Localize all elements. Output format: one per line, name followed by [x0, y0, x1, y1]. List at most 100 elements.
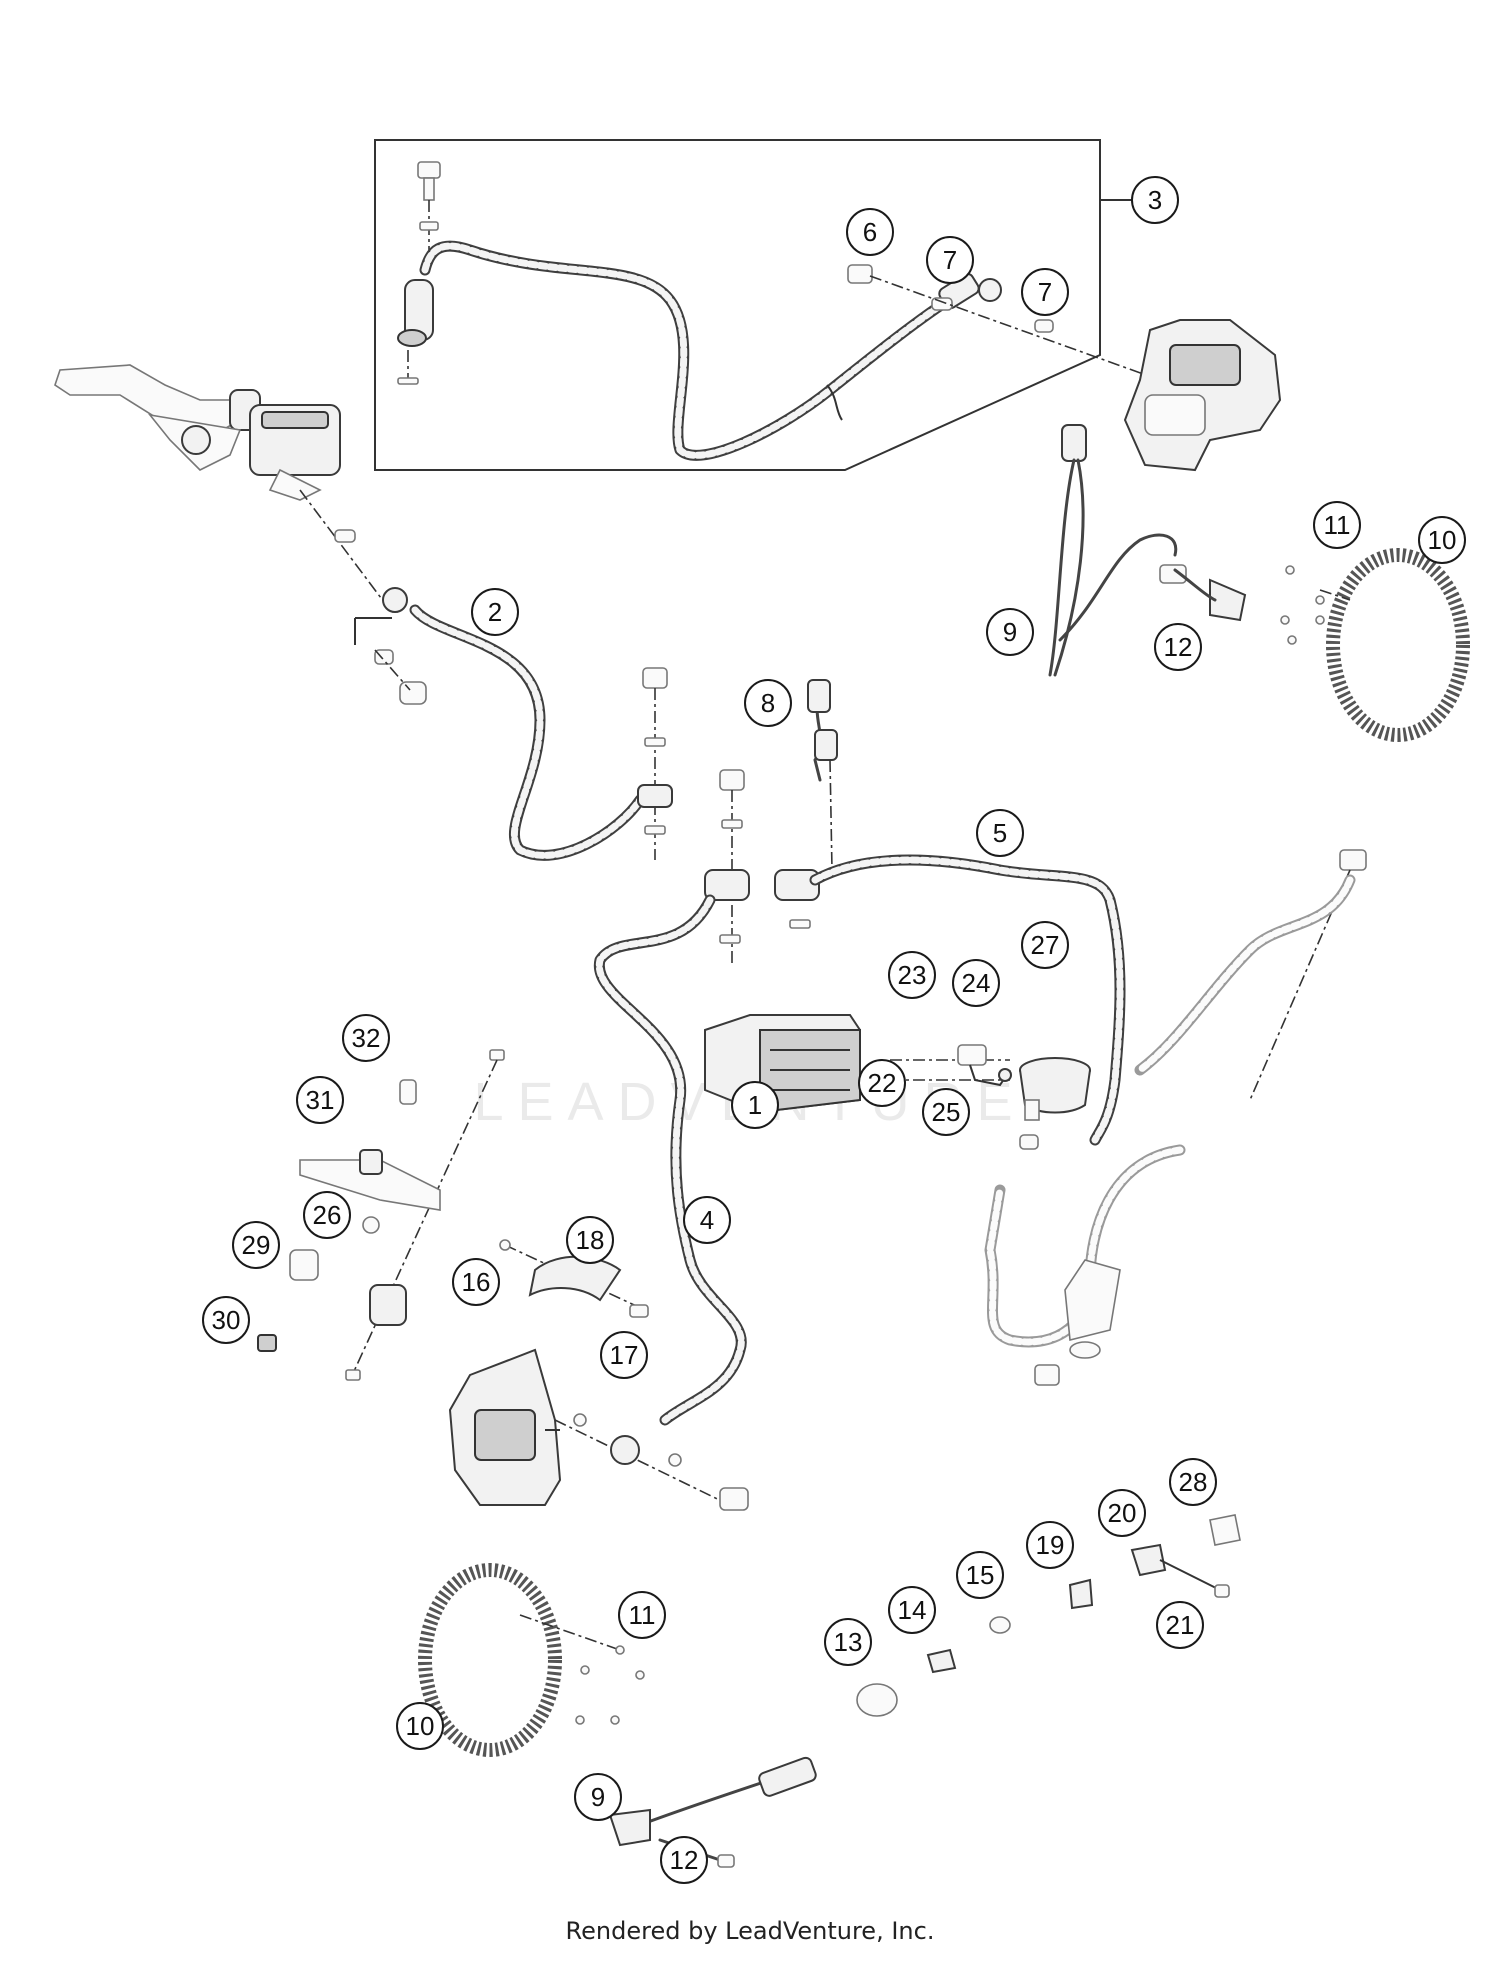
callout-number: 32	[352, 1023, 381, 1053]
callout-7: 7	[926, 236, 974, 284]
callout-circle	[986, 608, 1034, 656]
callout-number: 1	[748, 1090, 762, 1120]
sensor-ring-rear	[1280, 548, 1470, 742]
callout-number: 4	[700, 1205, 714, 1235]
hose-kit-box	[374, 139, 1161, 471]
callout-number: 12	[1164, 632, 1193, 662]
callout-23: 23	[888, 951, 936, 999]
callout-circle	[956, 1551, 1004, 1599]
callout-9: 9	[574, 1773, 622, 1821]
callout-circle	[574, 1773, 622, 1821]
callout-circle	[303, 1191, 351, 1239]
callout-number: 18	[576, 1225, 605, 1255]
callout-circle	[1313, 501, 1361, 549]
callout-circle	[731, 1081, 779, 1129]
callout-number: 31	[306, 1085, 335, 1115]
callout-number: 29	[242, 1230, 271, 1260]
callout-number: 23	[898, 960, 927, 990]
callout-circle	[1131, 176, 1179, 224]
callout-13: 13	[824, 1618, 872, 1666]
callout-4: 4	[683, 1196, 731, 1244]
rear-caliper	[1123, 319, 1282, 472]
callout-number: 13	[834, 1627, 863, 1657]
callout-18: 18	[566, 1216, 614, 1264]
callout-circle	[660, 1836, 708, 1884]
front-caliper	[448, 1348, 749, 1511]
callout-number: 22	[868, 1068, 897, 1098]
callout-number: 25	[932, 1097, 961, 1127]
callout-31: 31	[296, 1076, 344, 1124]
callout-number: 7	[1038, 277, 1052, 307]
callout-circle	[858, 1059, 906, 1107]
callout-circle	[1169, 1458, 1217, 1506]
callout-number: 30	[212, 1305, 241, 1335]
callout-number: 16	[462, 1267, 491, 1297]
callout-number: 19	[1036, 1530, 1065, 1560]
callout-circle	[1026, 1521, 1074, 1569]
callout-circle	[600, 1331, 648, 1379]
callout-30: 30	[202, 1296, 250, 1344]
callout-26: 26	[303, 1191, 351, 1239]
callout-24: 24	[952, 959, 1000, 1007]
callout-14: 14	[888, 1586, 936, 1634]
hose-junction	[637, 667, 673, 860]
callout-25: 25	[922, 1088, 970, 1136]
callout-number: 2	[488, 597, 502, 627]
callout-circle	[452, 1258, 500, 1306]
callout-number: 8	[761, 688, 775, 718]
callout-number: 28	[1179, 1467, 1208, 1497]
banjo-bolt	[417, 161, 441, 201]
rear-line-assembly	[984, 849, 1367, 1386]
callout-circle	[232, 1221, 280, 1269]
callout-circle	[1021, 921, 1069, 969]
callout-11: 11	[1313, 501, 1361, 549]
sensor-ring-front	[418, 1563, 645, 1757]
callout-5: 5	[976, 809, 1024, 857]
callout-number: 6	[863, 217, 877, 247]
callout-circle	[296, 1076, 344, 1124]
front-banjo-fittings	[334, 529, 427, 705]
callout-circle	[618, 1591, 666, 1639]
callout-2: 2	[471, 588, 519, 636]
callout-10: 10	[1418, 516, 1466, 564]
callout-circle	[888, 951, 936, 999]
bracket-guard-assembly	[257, 1049, 505, 1381]
callout-1: 1	[731, 1081, 779, 1129]
callout-circle	[926, 236, 974, 284]
callout-20: 20	[1098, 1489, 1146, 1537]
callout-16: 16	[452, 1258, 500, 1306]
callout-number: 9	[1003, 617, 1017, 647]
callout-number: 9	[591, 1782, 605, 1812]
callout-circle	[1418, 516, 1466, 564]
callout-circle	[846, 208, 894, 256]
callout-number: 10	[406, 1711, 435, 1741]
callout-number: 24	[962, 968, 991, 998]
abs-unit	[704, 769, 861, 1114]
callout-circle	[922, 1088, 970, 1136]
callout-number: 5	[993, 818, 1007, 848]
callout-10: 10	[396, 1702, 444, 1750]
callout-circle	[566, 1216, 614, 1264]
callout-12: 12	[660, 1836, 708, 1884]
callout-number: 10	[1428, 525, 1457, 555]
mounting-hardware	[856, 1514, 1241, 1717]
banjo-fitting	[397, 279, 434, 347]
callout-21: 21	[1156, 1601, 1204, 1649]
callout-11: 11	[618, 1591, 666, 1639]
callout-circle	[342, 1014, 390, 1062]
callout-number: 15	[966, 1560, 995, 1590]
callout-22: 22	[858, 1059, 906, 1107]
callout-number: 27	[1031, 930, 1060, 960]
footer-credit: Rendered by LeadVenture, Inc.	[565, 1917, 935, 1945]
callout-17: 17	[600, 1331, 648, 1379]
callout-3: 3	[1131, 176, 1179, 224]
callout-circle	[202, 1296, 250, 1344]
callout-number: 20	[1108, 1498, 1137, 1528]
callout-circle	[1098, 1489, 1146, 1537]
callout-number: 7	[943, 245, 957, 275]
callout-7: 7	[1021, 268, 1069, 316]
callout-number: 17	[610, 1340, 639, 1370]
callout-15: 15	[956, 1551, 1004, 1599]
callout-8: 8	[744, 679, 792, 727]
callout-circle	[976, 809, 1024, 857]
